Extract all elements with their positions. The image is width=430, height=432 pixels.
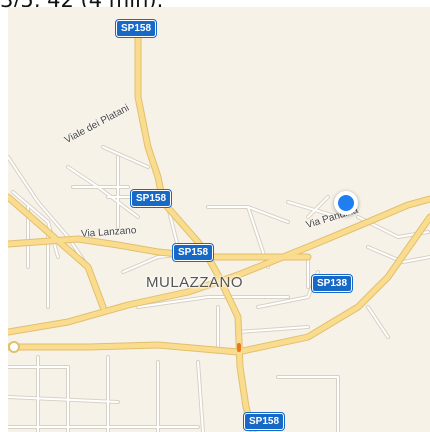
- traffic-marker: [237, 343, 241, 352]
- route-shield-sp158: SP158: [131, 190, 172, 207]
- route-shield-sp158: SP158: [173, 244, 214, 261]
- route-shield-sp158: SP158: [116, 20, 157, 37]
- major-roads: [8, 23, 430, 432]
- road-network: [8, 23, 430, 432]
- current-location-marker[interactable]: [334, 191, 358, 215]
- route-shield-sp138: SP138: [312, 275, 353, 292]
- town-label: MULAZZANO: [146, 274, 244, 291]
- roundabout: [8, 341, 20, 353]
- map-view[interactable]: SP158 SP158 SP158 SP138 SP158 Viale dei …: [8, 7, 430, 432]
- minor-streets: [8, 145, 430, 432]
- route-shield-sp158: SP158: [244, 413, 285, 430]
